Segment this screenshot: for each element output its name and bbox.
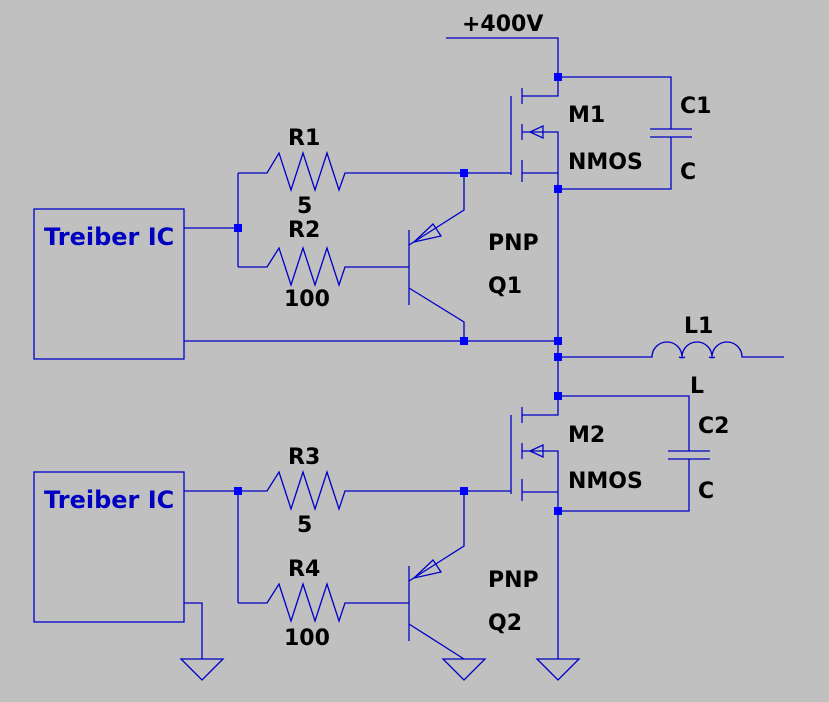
resistor-r1-value: 5 xyxy=(297,194,312,219)
capacitor-c1-value: C xyxy=(680,160,696,185)
capacitor-c1-name: C1 xyxy=(680,94,711,119)
resistor-r3-name: R3 xyxy=(288,445,320,470)
mosfet-m1 xyxy=(510,77,559,189)
mosfet-m1-type: NMOS xyxy=(568,150,643,175)
driver-block-bottom xyxy=(33,471,185,623)
resistor-r2 xyxy=(238,245,409,288)
capacitor-c2-name: C2 xyxy=(698,414,729,439)
high-side-stage: M1 NMOS C1 C R1 5 R2 100 xyxy=(184,76,711,396)
transistor-q2-type: PNP xyxy=(488,568,539,593)
ground-symbol-q2 xyxy=(441,658,487,681)
supply-label: +400V xyxy=(462,12,543,37)
resistor-r4-value: 100 xyxy=(284,626,330,651)
driver-block-bottom-label: Treiber IC xyxy=(44,486,174,514)
transistor-q1-name: Q1 xyxy=(488,274,522,299)
ground-symbol-driver xyxy=(179,658,225,681)
mosfet-m2 xyxy=(510,396,559,511)
resistor-r2-name: R2 xyxy=(288,218,320,243)
capacitor-c2-value: C xyxy=(698,479,714,504)
driver-block-top xyxy=(33,208,185,360)
low-side-stage: M2 NMOS C2 C R3 5 R4 100 xyxy=(184,395,729,660)
transistor-q2-name: Q2 xyxy=(488,611,522,636)
supply-wire xyxy=(446,37,559,77)
resistor-r4-name: R4 xyxy=(288,557,320,582)
inductor-l1-value: L xyxy=(690,374,704,399)
transistor-q2 xyxy=(408,491,465,660)
ground-symbol-m2 xyxy=(535,658,581,681)
transistor-q1 xyxy=(408,173,465,341)
inductor-l1-name: L1 xyxy=(684,314,713,339)
driver-block-top-label: Treiber IC xyxy=(44,223,174,251)
mosfet-m2-type: NMOS xyxy=(568,469,643,494)
transistor-q1-type: PNP xyxy=(488,231,539,256)
mosfet-m2-name: M2 xyxy=(568,423,605,448)
mosfet-m1-name: M1 xyxy=(568,103,605,128)
capacitor-c1 xyxy=(558,76,692,190)
resistor-r1-name: R1 xyxy=(288,126,320,151)
resistor-r2-value: 100 xyxy=(284,287,330,312)
capacitor-c2 xyxy=(558,395,710,512)
junction-dots xyxy=(234,73,562,515)
inductor-l1 xyxy=(558,341,784,359)
resistor-r4 xyxy=(238,581,409,624)
resistor-r1 xyxy=(238,150,464,193)
resistor-r3-value: 5 xyxy=(297,513,312,538)
resistor-r3 xyxy=(238,469,464,512)
driver-bottom-ref-wire xyxy=(184,602,203,659)
